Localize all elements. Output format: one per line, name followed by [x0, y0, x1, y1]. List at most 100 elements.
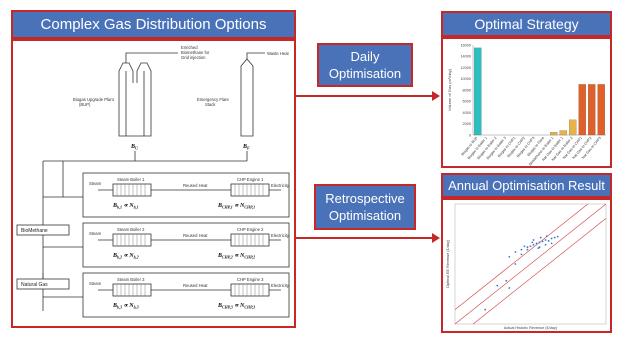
waste-heat-label: Waste Heat [267, 51, 290, 56]
scatter-point [547, 240, 550, 242]
annual-result-panel: Actual Historic Revenue (£/day)Optimal E… [441, 198, 612, 333]
row-2-heat: Reused Heat [183, 233, 208, 238]
scatter-point [532, 243, 535, 246]
row-1-elec: Electricity [271, 183, 290, 188]
scatter-point [537, 247, 540, 250]
scatter-point [553, 236, 556, 239]
gas-distribution-diagram: Enriched Biomethane for Grid injection W… [16, 45, 290, 318]
scatter-point [532, 239, 535, 241]
scatter-point [526, 248, 529, 251]
row-3-boiler-var: Bb,3 ∝ Nb,3 [112, 303, 139, 310]
bar [474, 47, 482, 136]
daily-optimisation-callout: Daily Optimisation [317, 43, 413, 87]
bup-grid-pipe [125, 52, 178, 63]
flare-name-line-2: Stack [205, 102, 216, 107]
optimal-strategy-bar-chart: 0200040006000800010000120001400016000Vol… [447, 43, 606, 166]
scatter-point [541, 240, 544, 243]
row-3-steam: Steam [89, 281, 102, 286]
electricity-lines [269, 189, 281, 291]
flare-variable: BF [242, 144, 250, 151]
scatter-point [538, 241, 541, 244]
bar-y-tick-label: 12000 [460, 66, 471, 70]
bar [569, 119, 577, 136]
bar-y-tick-label: 8000 [463, 88, 471, 92]
chp-3 [230, 283, 270, 297]
scatter-point [529, 245, 532, 248]
steam-lines [98, 189, 113, 291]
retro-line-1: Retrospective [325, 191, 405, 206]
flare-heat-pipe [246, 52, 265, 59]
row-frame-2 [82, 222, 290, 268]
row-3-chp: CHP Engine 3 [237, 277, 264, 282]
scatter-point [550, 237, 553, 240]
grid-label-line-1: Enriched [181, 45, 198, 50]
annual-result-title-text: Annual Optimisation Result [448, 178, 605, 193]
reused-heat-lines [151, 189, 231, 291]
bar-y-tick-label: 2000 [463, 122, 471, 126]
scatter-point [550, 242, 553, 245]
gas-trunk-line [42, 151, 248, 311]
row-feed-lines [43, 161, 83, 298]
main-panel-title: Complex Gas Distribution Options [11, 10, 296, 39]
natural-gas-box [16, 278, 70, 290]
bar-y-tick-label: 10000 [460, 77, 471, 81]
scatter-point [545, 235, 548, 238]
scatter-point [505, 279, 508, 282]
scatter-point [484, 308, 487, 311]
biomethane-box [16, 224, 70, 236]
bup-name-line-1: Biogas Upgrade Plant [73, 97, 115, 102]
row-1-heat: Reused Heat [183, 183, 208, 188]
daily-line-1: Daily [350, 49, 380, 64]
row-1-boiler-var: Bb,1 ∝ Nb,1 [112, 203, 139, 210]
row-2-chp-var: BCHP,2 ∝ NCHP,2 [217, 253, 255, 260]
row-frame-1 [82, 172, 290, 218]
reference-line [454, 203, 589, 310]
bar [588, 84, 596, 136]
coil-hatch [116, 184, 264, 296]
daily-arrow-head [432, 91, 440, 101]
bar [578, 84, 586, 136]
row-1-chp: CHP Engine 1 [237, 177, 264, 182]
gas-distribution-diagram-panel: Enriched Biomethane for Grid injection W… [11, 39, 296, 328]
scatter-point [508, 287, 511, 289]
row-3-elec: Electricity [271, 283, 290, 288]
scatter-frame [454, 203, 607, 325]
row-2-boiler: Steam Boiler 2 [117, 227, 145, 232]
row-2-elec: Electricity [271, 233, 290, 238]
retro-line-2: Optimisation [328, 208, 402, 223]
scatter-point [514, 251, 517, 253]
grid-label-line-3: Grid injection [181, 55, 206, 60]
scatter-point [538, 246, 541, 249]
row-frame-3 [82, 272, 290, 318]
main-panel-title-text: Complex Gas Distribution Options [40, 16, 267, 33]
row-3-heat: Reused Heat [183, 283, 208, 288]
bup-variable: BU [130, 144, 139, 151]
annual-result-title: Annual Optimisation Result [441, 173, 612, 198]
grid-label-line-2: Biomethane for [181, 50, 210, 55]
boiler-2 [112, 233, 152, 247]
row-2-boiler-var: Bb,2 ∝ Nb,2 [112, 253, 139, 260]
bar-y-tick-label: 0 [469, 133, 471, 137]
row-2-chp: CHP Engine 2 [237, 227, 264, 232]
annual-result-scatter-chart: Actual Historic Revenue (£/day)Optimal E… [446, 203, 607, 330]
retro-arrow-head [432, 233, 440, 243]
natural-gas-label: Natural Gas [21, 282, 48, 288]
bup-name-line-2: (BUP) [79, 102, 91, 107]
scatter-point [514, 263, 517, 265]
scatter-y-axis-label: Optimal EE Revenue (£/day) [446, 239, 450, 288]
row-1-chp-var: BCHP,1 ∝ NCHP,1 [217, 203, 255, 210]
scatter-point [556, 235, 559, 238]
reference-line [454, 203, 607, 325]
scatter-point [508, 255, 511, 258]
biomethane-label: BioMethane [21, 228, 48, 234]
bar [597, 84, 605, 136]
flare-name-line-1: Emergency Flare [197, 97, 230, 102]
bar-y-tick-label: 16000 [460, 43, 471, 47]
row-2-steam: Steam [89, 231, 102, 236]
reference-line [472, 218, 607, 325]
bup-vessel [118, 62, 152, 137]
row-3-chp-var: BCHP,3 ∝ NCHP,3 [217, 303, 255, 310]
boiler-1 [112, 183, 152, 197]
daily-line-2: Optimisation [328, 66, 402, 81]
